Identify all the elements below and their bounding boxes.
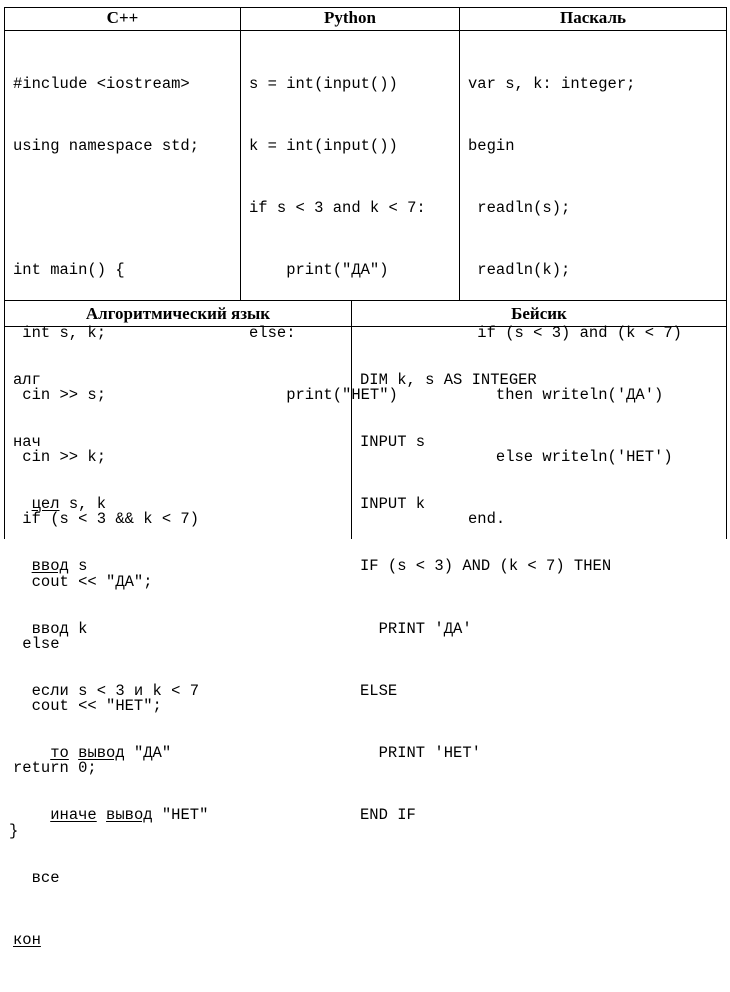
code-line: if (s < 3 && k < 7) (13, 510, 200, 529)
table-border-right (726, 7, 727, 539)
code-line: readln(s); (468, 199, 571, 217)
code-line: if s < 3 and k < 7: (249, 199, 426, 217)
table-border-top (4, 7, 727, 8)
keyword-cel: цел (31, 495, 60, 513)
basic-code-block: DIM k, s AS INTEGER INPUT s INPUT k IF (… (360, 328, 611, 868)
keyword-vyvod: вывод (78, 744, 125, 762)
code-line: k = int(input()) (249, 136, 398, 155)
code-line: ввод k (13, 619, 208, 640)
code-line: else writeln('НЕТ') (468, 448, 673, 466)
code-line: else: (249, 323, 296, 342)
keyword-to: то (50, 744, 69, 762)
code-line: иначе вывод "НЕТ" (13, 805, 208, 826)
code-line: s = int(input()) (249, 74, 398, 93)
code-line: нач (13, 432, 41, 451)
code-line: end. (468, 510, 506, 529)
code-comparison-table: C++ Python Паскаль Алгоритмический язык … (4, 7, 727, 949)
code-line: begin (468, 136, 515, 155)
code-text: s (68, 557, 88, 576)
header-cpp: C++ (106, 8, 139, 27)
code-line: кон (13, 930, 41, 949)
pascal-code-block: var s, k: integer; begin readln(s); read… (468, 32, 682, 572)
code-text: "НЕТ" (152, 806, 209, 825)
code-line: INPUT s (360, 432, 426, 451)
code-line: алг (13, 370, 41, 389)
code-line: DIM k, s AS INTEGER (360, 370, 537, 389)
keyword-vvod-plain: ввод (31, 619, 69, 638)
table-border-left (4, 7, 5, 539)
code-text (69, 744, 78, 762)
code-line: ELSE (360, 681, 398, 700)
header-divider-top (4, 30, 727, 31)
code-line: cin >> s; (13, 385, 107, 404)
header-basic: Бейсик (511, 304, 567, 323)
code-line: print("ДА") (249, 261, 389, 280)
header-pascal: Паскаль (560, 8, 626, 27)
code-text (97, 806, 106, 824)
keyword-vyvod: вывод (106, 806, 153, 825)
code-line: все (13, 868, 60, 887)
code-text: s, k (59, 495, 107, 513)
header-divider-bottom (4, 326, 727, 327)
python-code-block: s = int(input()) k = int(input()) if s <… (249, 32, 426, 447)
code-line: cin >> k; (13, 448, 107, 466)
code-line: то вывод "ДА" (13, 743, 208, 764)
code-text: "ДА" (124, 744, 172, 762)
code-line: var s, k: integer; (468, 74, 636, 93)
code-text: k (68, 619, 88, 638)
code-line: if (s < 3) and (k < 7) (468, 323, 682, 342)
code-line: print("НЕТ") (249, 385, 398, 404)
code-line: цел s, k (13, 494, 208, 515)
code-line: если s < 3 и k < 7 (13, 681, 200, 700)
code-line: PRINT 'ДА' (360, 619, 472, 638)
column-divider-cpp-python (240, 7, 241, 301)
keyword-vvod: ввод (31, 557, 69, 576)
code-line: using namespace std; (13, 136, 200, 155)
code-line: #include <iostream> (13, 74, 190, 93)
code-line (13, 198, 199, 219)
row-divider-middle (4, 300, 727, 301)
column-divider-alg-basic (351, 300, 352, 539)
header-algorithmic: Алгоритмический язык (85, 304, 271, 323)
algorithmic-code-block: алг нач цел s, k ввод s ввод k если s < … (13, 328, 208, 992)
code-line: PRINT 'НЕТ' (360, 744, 481, 762)
keyword-inache: иначе (50, 806, 97, 825)
code-line: INPUT k (360, 495, 426, 513)
code-line: readln(k); (468, 261, 571, 280)
code-line: int s, k; (13, 323, 107, 342)
code-line: then writeln('ДА') (468, 385, 664, 404)
code-line: IF (s < 3) AND (k < 7) THEN (360, 557, 612, 576)
column-divider-python-pascal (459, 7, 460, 301)
code-line: int main() { (13, 261, 125, 280)
code-line: END IF (360, 806, 416, 825)
code-line: ввод s (13, 556, 208, 577)
header-python: Python (324, 8, 376, 27)
